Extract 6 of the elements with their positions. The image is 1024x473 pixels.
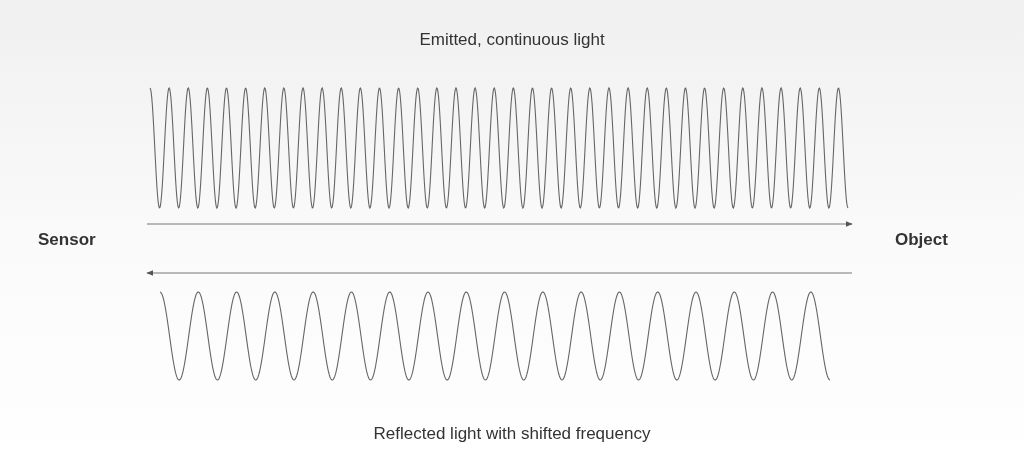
arrow — [146, 270, 853, 276]
wave-caption: Reflected light with shifted frequency — [373, 424, 651, 444]
wave-caption: Emitted, continuous light — [419, 30, 605, 50]
arrow — [146, 221, 853, 227]
node-label: Object — [895, 230, 948, 250]
node-label: Sensor — [38, 230, 96, 250]
